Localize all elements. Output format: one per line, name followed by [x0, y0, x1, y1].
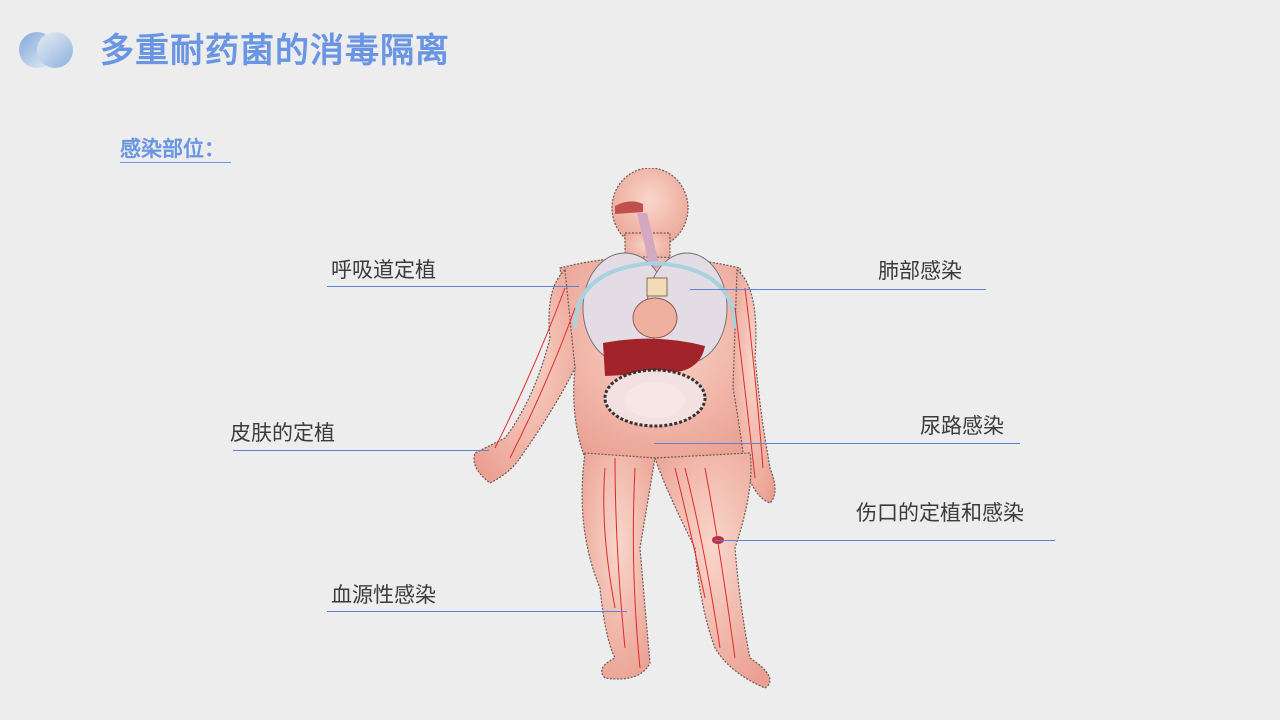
overlapping-circles-logo-icon — [19, 32, 73, 68]
leader-line-bloodstream — [327, 611, 627, 612]
leader-line-wound — [715, 540, 1055, 541]
leader-line-lung — [690, 289, 986, 290]
leader-line-urinary — [654, 443, 1020, 444]
label-skin-colonization: 皮肤的定植 — [230, 421, 335, 445]
label-respiratory-colonization: 呼吸道定植 — [331, 258, 436, 282]
leader-line-respiratory — [327, 286, 579, 287]
label-wound-infection: 伤口的定植和感染 — [856, 501, 1024, 525]
label-urinary-infection: 尿路感染 — [920, 414, 1004, 438]
human-body-illustration — [473, 168, 776, 689]
label-lung-infection: 肺部感染 — [878, 259, 962, 283]
leader-line-skin — [233, 450, 489, 451]
section-heading: 感染部位： — [120, 136, 231, 163]
page-title: 多重耐药菌的消毒隔离 — [100, 31, 450, 71]
label-bloodstream-infection: 血源性感染 — [331, 583, 436, 607]
